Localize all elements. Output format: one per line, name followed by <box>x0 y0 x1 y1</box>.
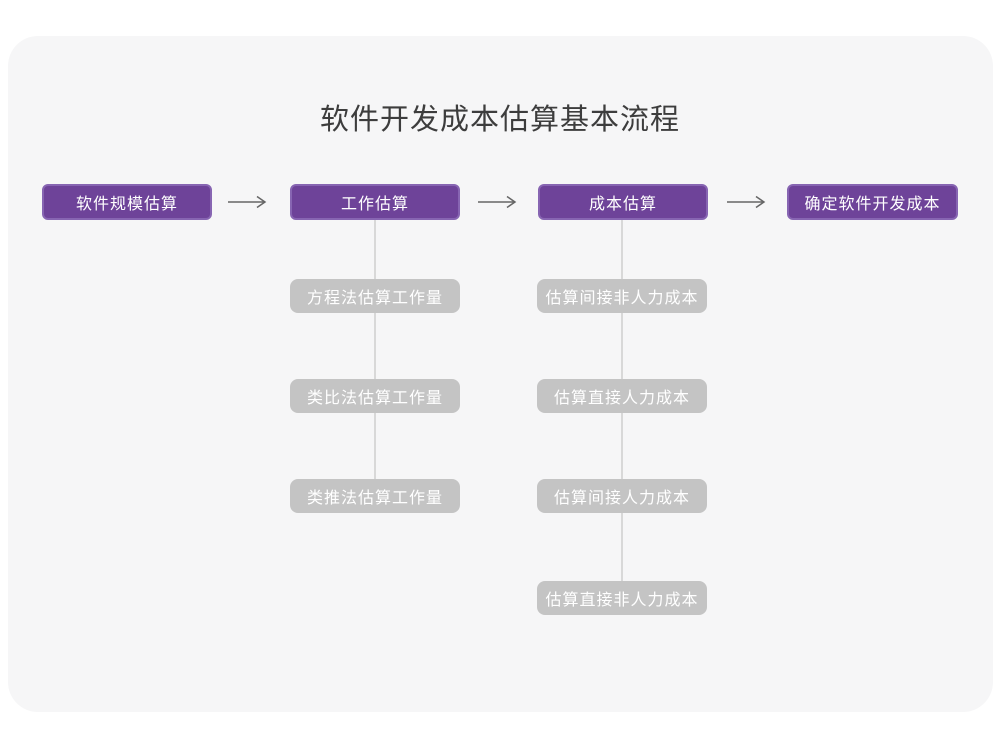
cost-indirect-nonlabor: 估算间接非人力成本 <box>537 279 707 313</box>
stage-work-estimation: 工作估算 <box>290 184 460 220</box>
stage-cost-estimation: 成本估算 <box>538 184 708 220</box>
stage-software-scale-estimation: 软件规模估算 <box>42 184 212 220</box>
diagram-title: 软件开发成本估算基本流程 <box>319 104 680 136</box>
method-equation-estimate-workload: 方程法估算工作量 <box>290 279 460 313</box>
arrow-work-to-cost-icon <box>478 195 517 209</box>
cost-indirect-labor: 估算间接人力成本 <box>537 479 707 513</box>
arrow-scale-to-work-icon <box>228 195 267 209</box>
connector-work-estimation-line <box>374 220 376 490</box>
stage-determine-development-cost: 确定软件开发成本 <box>787 184 958 220</box>
diagram-card <box>8 36 993 712</box>
arrow-cost-to-final-icon <box>727 195 766 209</box>
method-extrapolation-estimate-workload: 类推法估算工作量 <box>290 479 460 513</box>
cost-direct-nonlabor: 估算直接非人力成本 <box>537 581 707 615</box>
cost-direct-labor: 估算直接人力成本 <box>537 379 707 413</box>
method-analogy-estimate-workload: 类比法估算工作量 <box>290 379 460 413</box>
